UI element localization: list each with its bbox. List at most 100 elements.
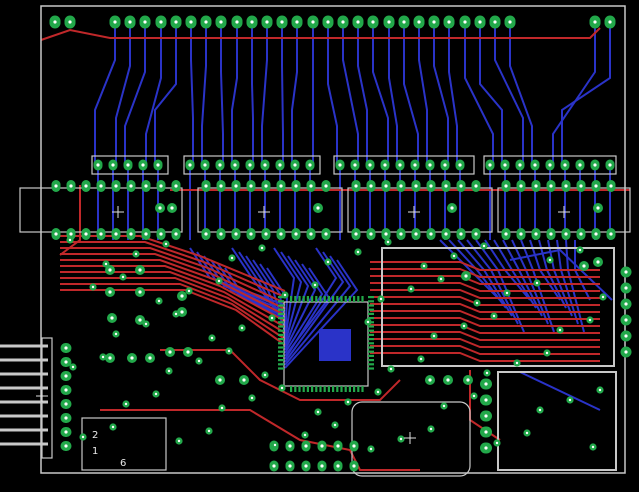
drill-hole bbox=[129, 184, 133, 188]
bus-trace bbox=[479, 22, 503, 163]
via-icon bbox=[281, 291, 289, 299]
drill-hole bbox=[458, 163, 462, 167]
drill-hole bbox=[159, 184, 163, 188]
via-icon bbox=[314, 408, 322, 416]
via-drill bbox=[283, 293, 287, 297]
drill-hole bbox=[158, 206, 162, 210]
bus-trace bbox=[388, 22, 398, 163]
mcu-pin bbox=[368, 296, 374, 299]
drill-hole bbox=[138, 318, 142, 322]
via-icon bbox=[185, 287, 193, 295]
mcu-pin bbox=[278, 308, 284, 311]
via-drill bbox=[68, 238, 72, 242]
ic-pin-pad bbox=[411, 228, 421, 240]
drill-hole bbox=[311, 20, 315, 24]
via-drill bbox=[157, 299, 161, 303]
drill-hole bbox=[234, 184, 238, 188]
via-icon bbox=[523, 429, 531, 437]
header-pad bbox=[60, 343, 72, 353]
drill-hole bbox=[64, 360, 68, 364]
mcu-pin bbox=[278, 325, 284, 328]
drill-hole bbox=[503, 163, 507, 167]
resistor-pad bbox=[425, 159, 435, 171]
mcu-pin bbox=[368, 346, 374, 349]
resistor-pad bbox=[215, 159, 225, 171]
component-pad bbox=[215, 375, 225, 385]
via-drill bbox=[303, 433, 307, 437]
side-header-pins[interactable] bbox=[0, 344, 48, 446]
via-drill bbox=[124, 402, 128, 406]
ic-pin-pad bbox=[276, 228, 286, 240]
drill-hole bbox=[130, 356, 134, 360]
connector-pin-1-label: 1 bbox=[92, 446, 98, 457]
resistor-pad bbox=[590, 159, 600, 171]
ic-pin-pad bbox=[306, 228, 316, 240]
ic-pin-pad bbox=[216, 228, 226, 240]
mcu-pin bbox=[368, 300, 374, 303]
via-drill bbox=[515, 361, 519, 365]
resistor-pad bbox=[138, 159, 148, 171]
drill-hole bbox=[204, 20, 208, 24]
drill-hole bbox=[383, 163, 387, 167]
top-header-pad bbox=[276, 15, 288, 29]
via-drill bbox=[399, 437, 403, 441]
via-drill bbox=[111, 425, 115, 429]
component-pad bbox=[579, 261, 589, 271]
drill-hole bbox=[444, 232, 448, 236]
pads-layer[interactable] bbox=[49, 15, 632, 472]
mcu-pin bbox=[319, 296, 322, 302]
via-icon bbox=[589, 443, 597, 451]
drill-hole bbox=[352, 444, 356, 448]
via-icon bbox=[122, 400, 130, 408]
bottom-header-pad bbox=[317, 440, 327, 452]
drill-hole bbox=[272, 464, 276, 468]
ic-pin-pad bbox=[591, 180, 601, 192]
ic-pin-pad bbox=[96, 228, 106, 240]
vias-layer bbox=[66, 236, 607, 453]
top-header-pad bbox=[589, 15, 601, 29]
via-drill bbox=[273, 443, 277, 447]
bottom-header-pad bbox=[317, 460, 327, 472]
bottom-header-pad bbox=[285, 460, 295, 472]
drill-hole bbox=[428, 163, 432, 167]
via-icon bbox=[367, 445, 375, 453]
drill-hole bbox=[250, 20, 254, 24]
data-bus-trace bbox=[370, 352, 600, 362]
drill-hole bbox=[549, 184, 553, 188]
via-icon bbox=[450, 252, 458, 260]
resistor-pad bbox=[108, 159, 118, 171]
drill-hole bbox=[478, 20, 482, 24]
top-header-pad bbox=[489, 15, 501, 29]
via-icon bbox=[311, 281, 319, 289]
via-icon bbox=[228, 254, 236, 262]
bus-trace bbox=[561, 22, 611, 163]
data-bus-trace bbox=[370, 296, 600, 306]
drill-hole bbox=[341, 20, 345, 24]
resistor-pad bbox=[335, 159, 345, 171]
drill-hole bbox=[447, 20, 451, 24]
mcu-pin bbox=[368, 354, 374, 357]
via-icon bbox=[533, 279, 541, 287]
via-drill bbox=[389, 367, 393, 371]
ic-pin-pad bbox=[126, 180, 136, 192]
drill-hole bbox=[138, 268, 142, 272]
drill-hole bbox=[126, 163, 130, 167]
drill-hole bbox=[110, 316, 114, 320]
mcu-fanin-trace bbox=[284, 255, 352, 366]
ic-pin-pad bbox=[156, 228, 166, 240]
ic-pin-pad bbox=[456, 228, 466, 240]
via-drill bbox=[121, 275, 125, 279]
drill-hole bbox=[108, 356, 112, 360]
drill-hole bbox=[371, 20, 375, 24]
component-pad bbox=[135, 315, 145, 325]
drill-hole bbox=[143, 20, 147, 24]
component-pad bbox=[313, 203, 323, 213]
ic-pin-pad bbox=[51, 228, 61, 240]
drill-hole bbox=[384, 232, 388, 236]
data-bus-trace bbox=[370, 338, 600, 348]
top-header-pad bbox=[231, 15, 243, 29]
drill-hole bbox=[579, 184, 583, 188]
drill-hole bbox=[264, 232, 268, 236]
mcu-pin bbox=[344, 386, 347, 392]
